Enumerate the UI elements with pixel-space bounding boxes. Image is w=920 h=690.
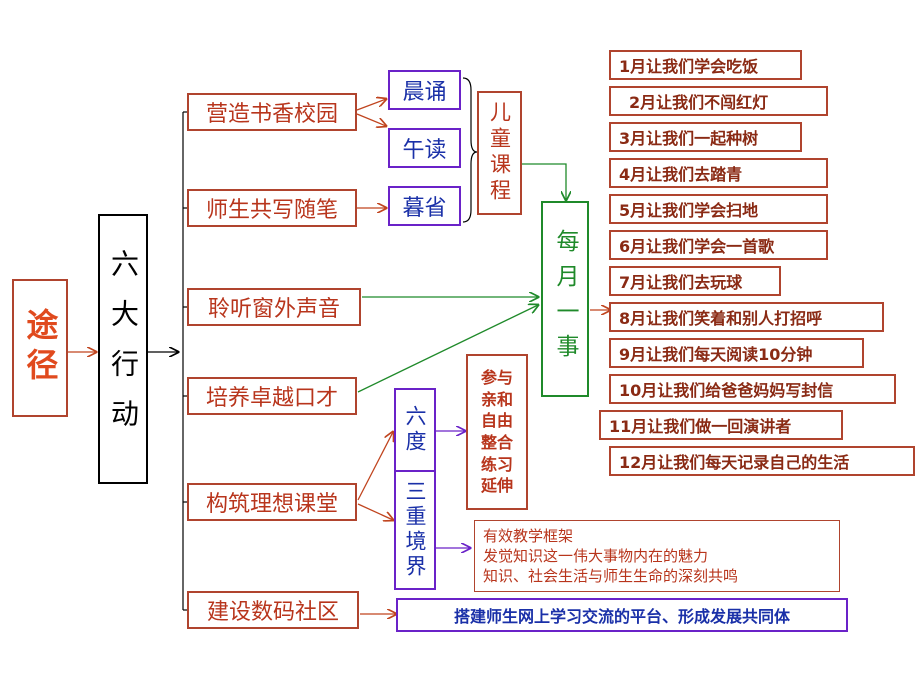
month-item: 8月让我们笑着和别人打招呼 [609, 302, 884, 332]
digital-community-platform: 搭建师生网上学习交流的平台、形成发展共同体 [396, 598, 848, 632]
monthly-node: 每月一事 [541, 201, 589, 397]
month-item: 10月让我们给爸爸妈妈写封信 [609, 374, 896, 404]
six-degrees-items: 参与亲和自由整合练习延伸 [466, 354, 528, 510]
action-eloquence: 培养卓越口才 [187, 377, 357, 415]
root-node: 途径 [12, 279, 68, 417]
action-label: 营造书香校园 [205, 102, 338, 127]
children-course: 儿童课程 [477, 91, 522, 215]
month-item: 5月让我们学会扫地 [609, 194, 828, 224]
six-actions-label: 六大行动 [107, 249, 140, 449]
action-reading-campus: 营造书香校园 [187, 93, 357, 131]
six-degrees-items-text: 参与亲和自由整合练习延伸 [480, 368, 513, 496]
month-item: 6月让我们学会一首歌 [609, 230, 828, 260]
three-realms: 三重境界 [394, 470, 436, 590]
action-ideal-classroom: 构筑理想课堂 [187, 483, 357, 521]
action-label: 培养卓越口才 [205, 386, 338, 411]
six-degrees-label: 六度 [403, 405, 427, 455]
month-item: 12月让我们每天记录自己的生活 [609, 446, 915, 476]
monthly-label: 每月一事 [552, 229, 578, 369]
three-realms-items: 有效教学框架 发觉知识这一伟大事物内在的魅力 知识、社会生活与师生生命的深刻共鸣 [474, 520, 840, 592]
action-digital-community: 建设数码社区 [187, 591, 359, 629]
action-label: 建设数码社区 [206, 600, 339, 625]
reading-label: 晨诵 [402, 80, 447, 105]
month-item: 11月让我们做一回演讲者 [599, 410, 843, 440]
morning-recitation: 晨诵 [388, 70, 461, 110]
action-label: 师生共写随笔 [205, 198, 338, 223]
three-realms-label: 三重境界 [403, 480, 427, 580]
month-item: 3月让我们一起种树 [609, 122, 802, 152]
reading-label: 暮省 [402, 196, 447, 221]
evening-reflection: 暮省 [388, 186, 461, 226]
reading-label: 午读 [402, 138, 447, 163]
realm-item: 知识、社会生活与师生生命的深刻共鸣 [483, 567, 739, 585]
month-item: 2月让我们不闯红灯 [609, 86, 828, 116]
action-listening: 聆听窗外声音 [187, 288, 361, 326]
realm-item: 有效教学框架 [483, 527, 574, 545]
digital-community-label: 搭建师生网上学习交流的平台、形成发展共同体 [453, 607, 790, 626]
month-item: 9月让我们每天阅读10分钟 [609, 338, 864, 368]
action-label: 聆听窗外声音 [207, 297, 340, 322]
six-degrees: 六度 [394, 388, 436, 472]
month-item: 1月让我们学会吃饭 [609, 50, 802, 80]
noon-reading: 午读 [388, 128, 461, 168]
action-co-writing: 师生共写随笔 [187, 189, 357, 227]
realm-item: 发觉知识这一伟大事物内在的魅力 [483, 547, 709, 565]
children-course-label: 儿童课程 [487, 101, 512, 205]
month-item: 7月让我们去玩球 [609, 266, 781, 296]
action-label: 构筑理想课堂 [205, 492, 338, 517]
month-item: 4月让我们去踏青 [609, 158, 828, 188]
root-label: 途径 [21, 308, 60, 388]
six-actions-node: 六大行动 [98, 214, 148, 484]
